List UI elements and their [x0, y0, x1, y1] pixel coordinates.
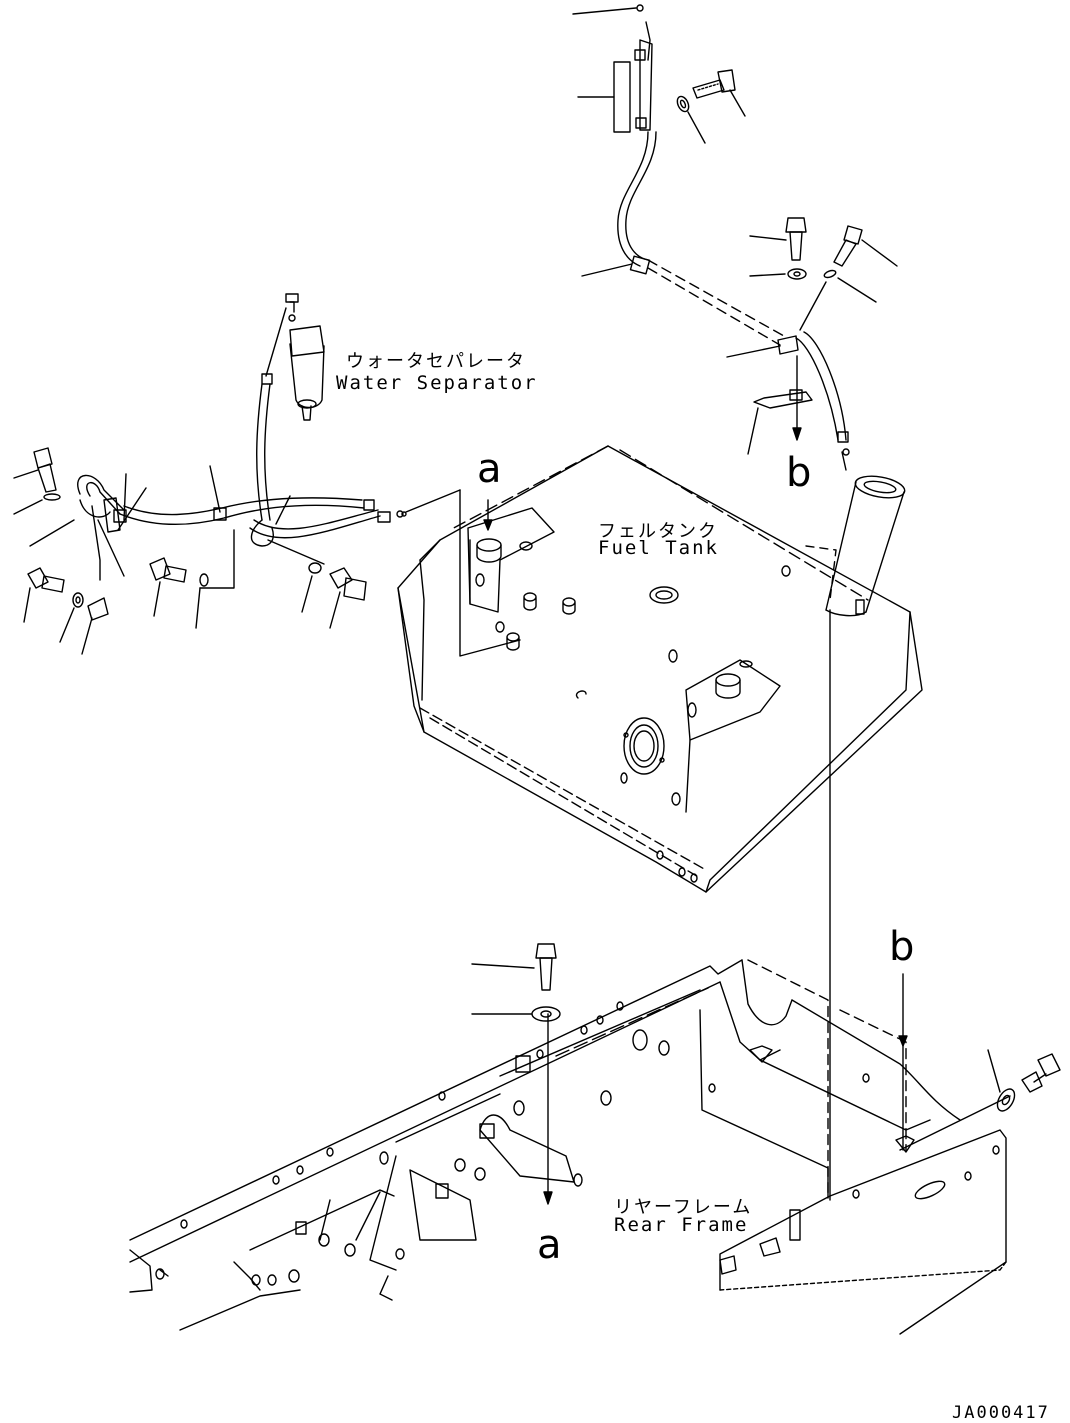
water-separator-label-en: Water Separator	[336, 372, 538, 394]
reference-arrows	[484, 500, 907, 1204]
drawing-code: JA000417	[952, 1403, 1050, 1423]
reference-a-top: a	[477, 446, 502, 492]
reference-a-bottom: a	[537, 1222, 562, 1268]
rear-frame-label-en: Rear Frame	[614, 1214, 749, 1236]
fuel-tank	[398, 446, 922, 892]
reference-b-top: b	[786, 450, 812, 496]
fuel-tank-label-jp: フェルタンク	[598, 521, 718, 542]
breather-hose-assembly	[573, 5, 784, 345]
rear-frame	[130, 960, 1006, 1334]
rear-frame-label-jp: リヤーフレーム	[614, 1197, 753, 1218]
fuel-tank-label-en: Fuel Tank	[598, 537, 719, 559]
water-separator-label-jp: ウォータセパレータ	[346, 351, 526, 372]
fuel-hoses-left	[14, 448, 403, 654]
water-separator	[257, 294, 324, 520]
reference-b-right: b	[889, 924, 915, 970]
filler-neck	[806, 449, 906, 616]
mounting-bolt-washer	[472, 944, 1060, 1150]
clamp-bolts	[727, 218, 897, 454]
